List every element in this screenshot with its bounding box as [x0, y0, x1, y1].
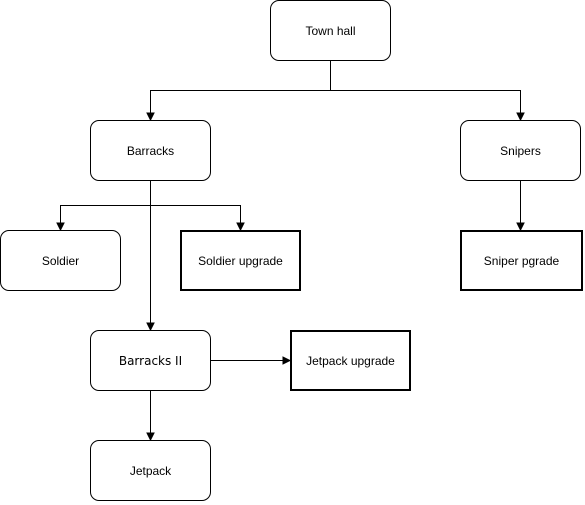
edge-town-hall-to-snipers [330, 90, 525, 122]
node-label: Jetpack upgrade [306, 353, 395, 368]
edge-barracks-to-soldier [56, 180, 151, 232]
node-town-hall[interactable]: Town hall [270, 0, 391, 61]
node-soldier[interactable]: Soldier [0, 230, 121, 291]
edge-barracks-to-soldier-upgrade [150, 205, 245, 232]
node-barracks[interactable]: Barracks [90, 120, 211, 181]
node-label: Soldier [41, 253, 80, 268]
node-label: Barracks II [118, 353, 183, 368]
node-label: Jetpack [129, 463, 172, 478]
node-label: Town hall [305, 23, 356, 38]
edge-town-hall-to-barracks [146, 60, 331, 122]
edge-barracks-ii-to-jetpack-upgrade [210, 356, 292, 365]
node-label: Snipers [500, 143, 541, 158]
node-label: Soldier upgrade [198, 253, 283, 268]
node-label: Sniper pgrade [483, 253, 560, 268]
edge-barracks-to-barracks-ii [146, 205, 155, 332]
node-jetpack-upgrade[interactable]: Jetpack upgrade [290, 330, 411, 391]
node-snipers[interactable]: Snipers [460, 120, 581, 181]
node-label: Barracks [126, 143, 175, 158]
node-jetpack[interactable]: Jetpack [90, 440, 211, 501]
node-sniper-upgrade[interactable]: Sniper pgrade [460, 230, 583, 291]
edge-barracks-ii-to-jetpack [146, 390, 155, 442]
node-barracks-ii[interactable]: Barracks II [90, 330, 211, 391]
edge-snipers-to-sniper-upgrade [516, 180, 525, 232]
node-soldier-upgrade[interactable]: Soldier upgrade [180, 230, 301, 291]
